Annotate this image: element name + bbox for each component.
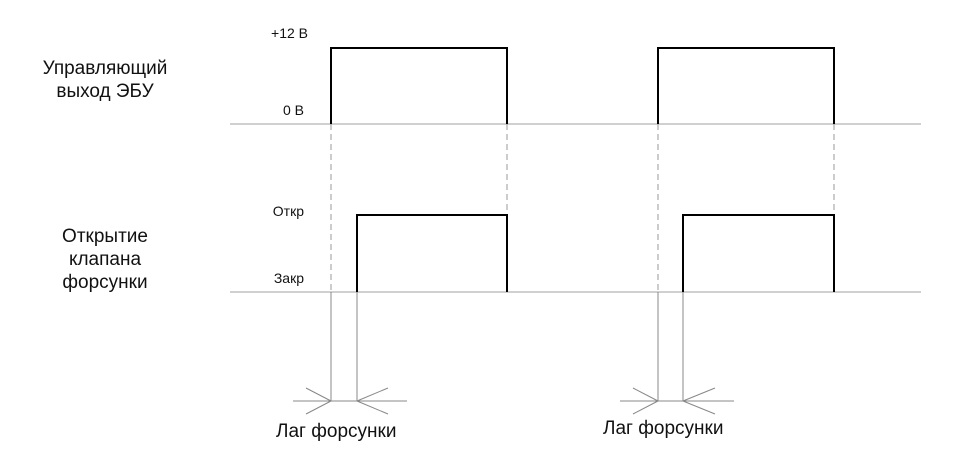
ecu-output-title: Управляющий выход ЭБУ — [42, 58, 168, 102]
level-12v-label: +12 В — [271, 25, 308, 41]
lag-dimension-1 — [293, 387, 407, 415]
injector-lag-label-2: Лаг форсунки — [603, 418, 724, 439]
level-0v-label: 0 В — [282, 102, 304, 118]
lag-dimension-2 — [620, 387, 734, 415]
lag-extension-lines — [330, 292, 684, 401]
valve-signal — [356, 214, 835, 292]
dashed-guides — [330, 124, 835, 292]
ecu-signal — [330, 47, 835, 124]
injector-lag-label-1: Лаг форсунки — [276, 421, 397, 442]
valve-opening-title: Открытие клапана форсунки — [62, 226, 148, 293]
level-closed-label: Закр — [273, 270, 304, 286]
level-open-label: Откр — [272, 203, 304, 219]
